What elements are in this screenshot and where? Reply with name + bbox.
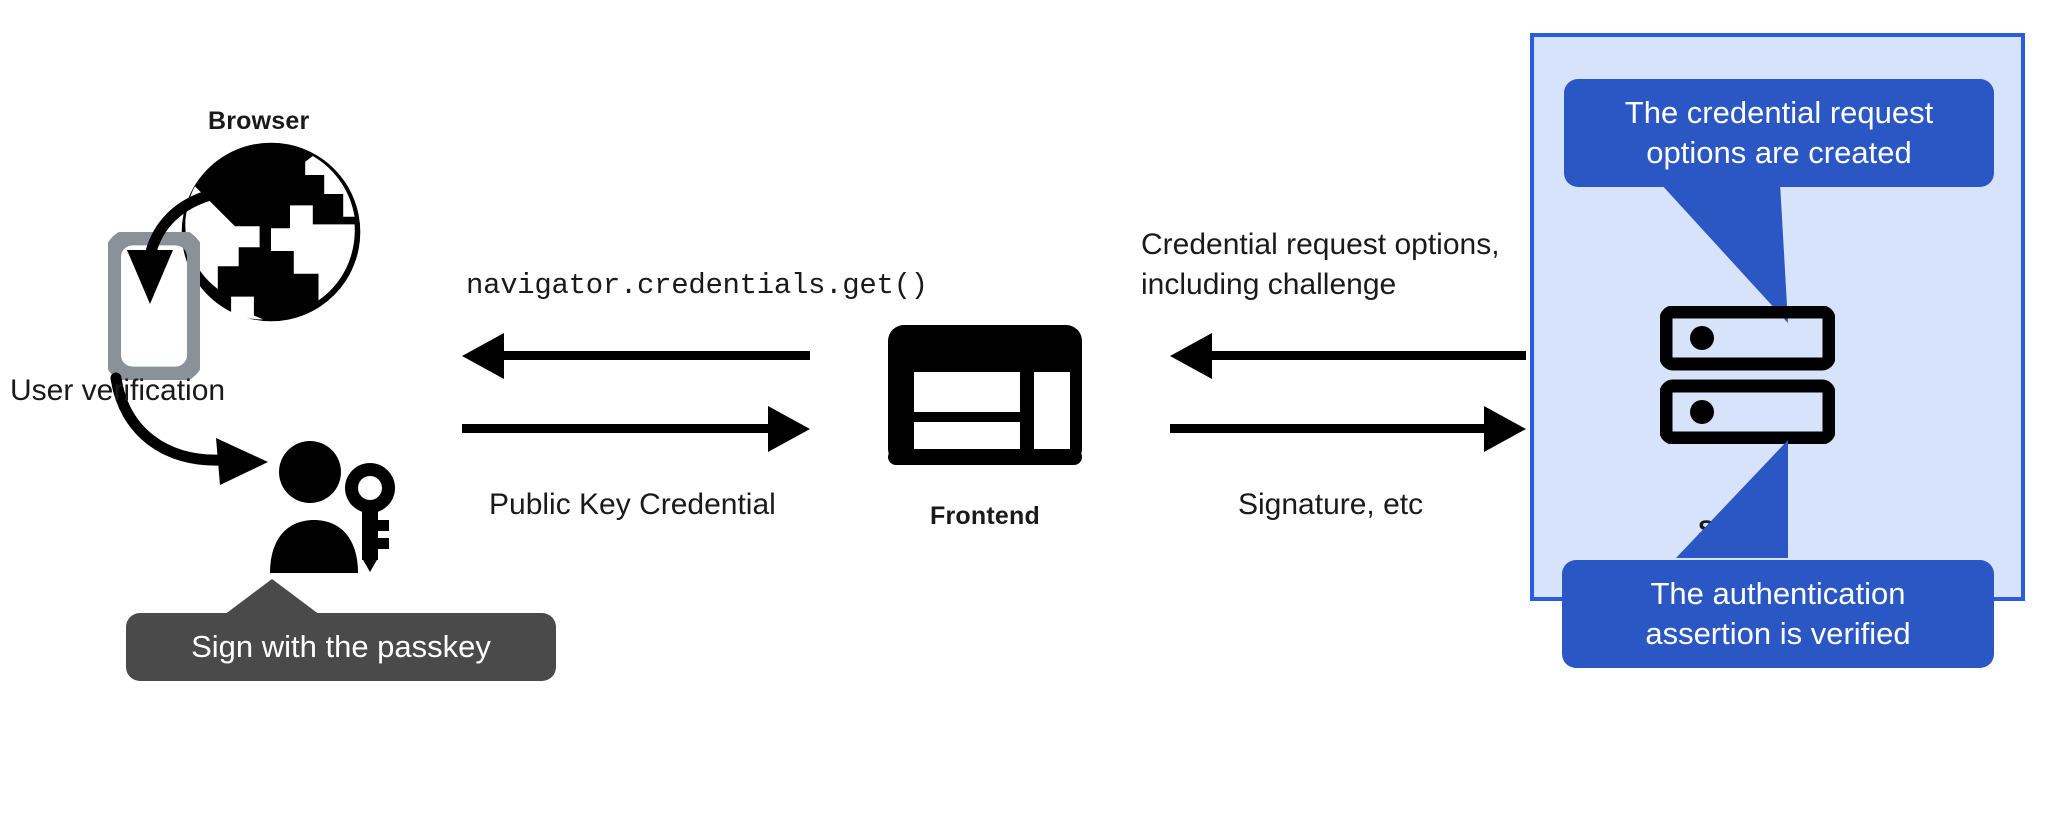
arrow-head-right-icon: [768, 406, 810, 452]
arrow-shaft: [502, 351, 810, 360]
arrow-shaft: [1170, 424, 1486, 433]
arrow-head-right-icon: [1484, 406, 1526, 452]
server-racks-icon: [1660, 306, 1835, 444]
callout-tail-up: [224, 579, 320, 615]
arrow-frontend-to-server: [1170, 406, 1526, 452]
browser-to-phone-curved-arrow: [90, 178, 290, 323]
arrow-head-left-icon: [462, 333, 504, 379]
arrow-shaft: [462, 424, 770, 433]
arrow-server-to-frontend: [1170, 333, 1526, 379]
sign-with-passkey-callout: Sign with the passkey: [126, 579, 556, 681]
callout-tail-up: [1676, 440, 1788, 558]
navigator-credentials-get-label: navigator.credentials.get(): [466, 269, 928, 302]
public-key-credential-label: Public Key Credential: [489, 488, 776, 521]
arrow-frontend-to-browser: [462, 333, 810, 379]
phone-to-user-curved-arrow: [100, 370, 290, 490]
user-verification-label: User verification: [10, 374, 226, 407]
arrow-shaft: [1210, 351, 1526, 360]
credential-request-options-label: Credential request options,: [1141, 228, 1500, 261]
arrow-browser-to-frontend: [462, 406, 810, 452]
authentication-assertion-verified-text: The authentication assertion is verified: [1645, 575, 1911, 651]
signature-etc-label: Signature, etc: [1238, 488, 1424, 521]
frontend-window-icon: [888, 325, 1082, 465]
arrow-head-left-icon: [1170, 333, 1212, 379]
browser-label: Browser: [208, 107, 310, 135]
credential-request-options-created-callout: The credential request options are creat…: [1564, 79, 1994, 323]
including-challenge-label: including challenge: [1141, 268, 1397, 301]
authentication-assertion-verified-callout: The authentication assertion is verified: [1562, 440, 1994, 668]
frontend-label: Frontend: [930, 502, 1040, 530]
sign-with-passkey-text: Sign with the passkey: [191, 628, 491, 664]
credential-request-options-created-text: The credential request options are creat…: [1624, 94, 1934, 170]
person-with-key-icon: [258, 440, 398, 575]
callout-tail-down: [1660, 183, 1788, 323]
